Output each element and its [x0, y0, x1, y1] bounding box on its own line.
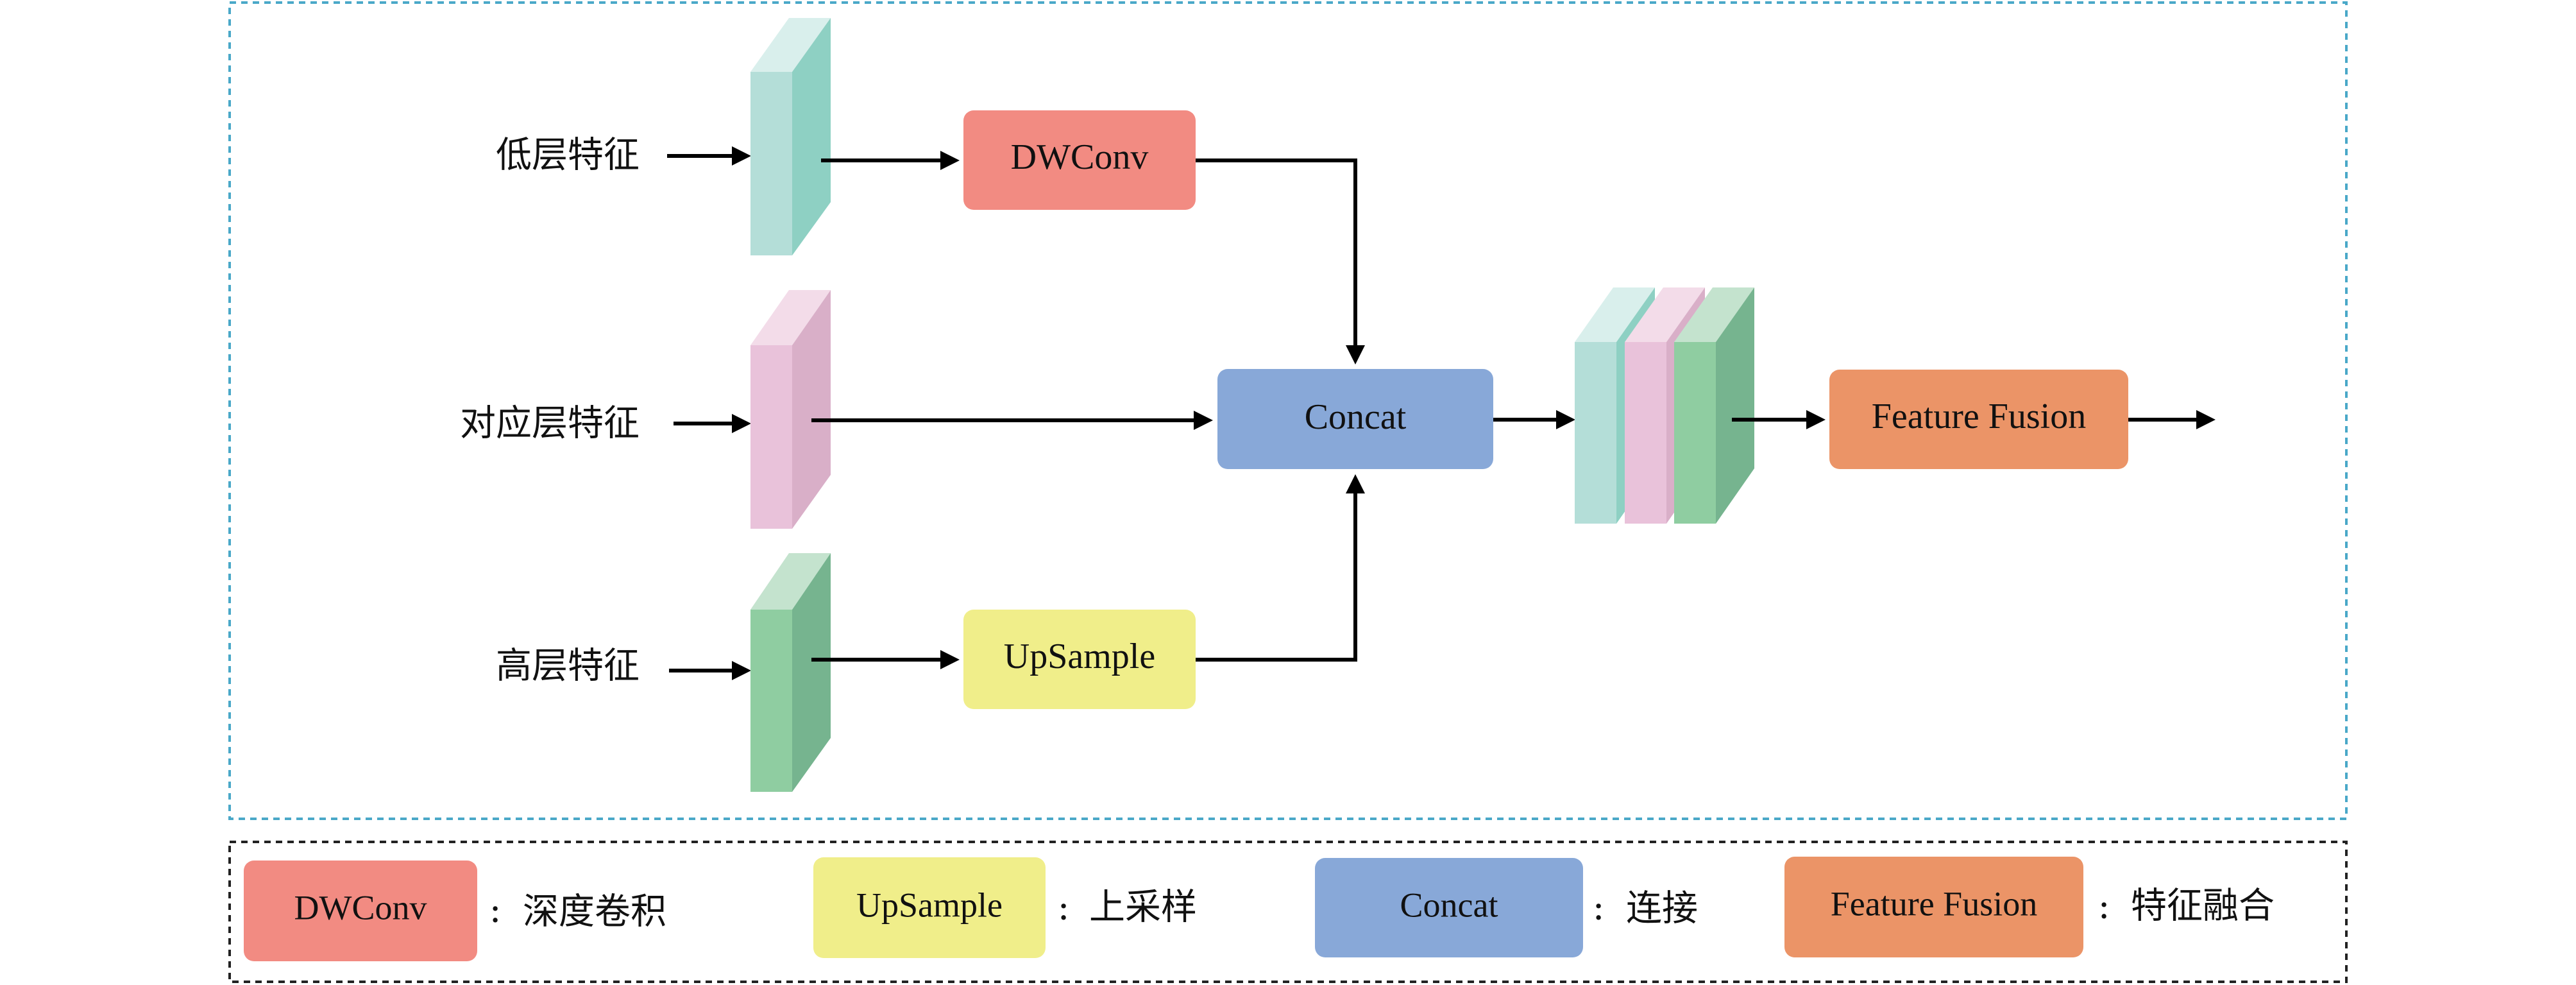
legend-concat-desc: 连接 [1626, 888, 1698, 930]
high-level-feature-label: 高层特征 [496, 646, 640, 687]
legend-upsample-swatch [813, 857, 1046, 958]
upsample-block [963, 610, 1196, 709]
concat-block [1217, 369, 1493, 469]
arrow-upsample-to-concat [1196, 474, 1365, 662]
legend-concat-colon: : [1593, 887, 1605, 929]
legend-fusion-colon: : [2098, 886, 2110, 927]
legend-dwconv-swatch [244, 861, 477, 961]
legend-upsample-box-label: UpSample [856, 886, 1003, 924]
legend-concat-box-label: Concat [1400, 886, 1498, 924]
low-level-feature-label: 低层特征 [496, 135, 640, 176]
legend: DWConv : 深度卷积 UpSample : 上采样 Concat : 连接… [244, 857, 2275, 961]
corresponding-level-feature-label: 对应层特征 [460, 403, 640, 445]
arrow-dwconv-to-concat [1196, 158, 1365, 364]
legend-concat-swatch [1315, 858, 1583, 957]
legend-dwconv-box-label: DWConv [294, 888, 427, 927]
corresponding-level-feature-block [750, 290, 831, 529]
legend-fusion-box-label: Feature Fusion [1831, 884, 2037, 923]
concatenated-feature-stack [1575, 287, 1754, 524]
feature-fusion-block-label: Feature Fusion [1872, 397, 2086, 436]
legend-fusion-desc: 特征融合 [2131, 886, 2275, 927]
legend-fusion-swatch [1784, 857, 2083, 957]
legend-frame [228, 841, 2348, 983]
dwconv-block [963, 110, 1196, 210]
concat-block-label: Concat [1305, 397, 1407, 437]
low-level-feature-block [750, 18, 831, 255]
dwconv-block-label: DWConv [1011, 137, 1149, 177]
feature-fusion-block [1829, 370, 2128, 469]
upsample-block-label: UpSample [1004, 637, 1155, 676]
legend-dwconv-desc: 深度卷积 [523, 891, 666, 933]
high-level-feature-block [750, 553, 831, 792]
legend-dwconv-colon: : [489, 889, 502, 931]
legend-upsample-desc: 上采样 [1089, 887, 1197, 929]
legend-upsample-colon: : [1058, 887, 1070, 929]
